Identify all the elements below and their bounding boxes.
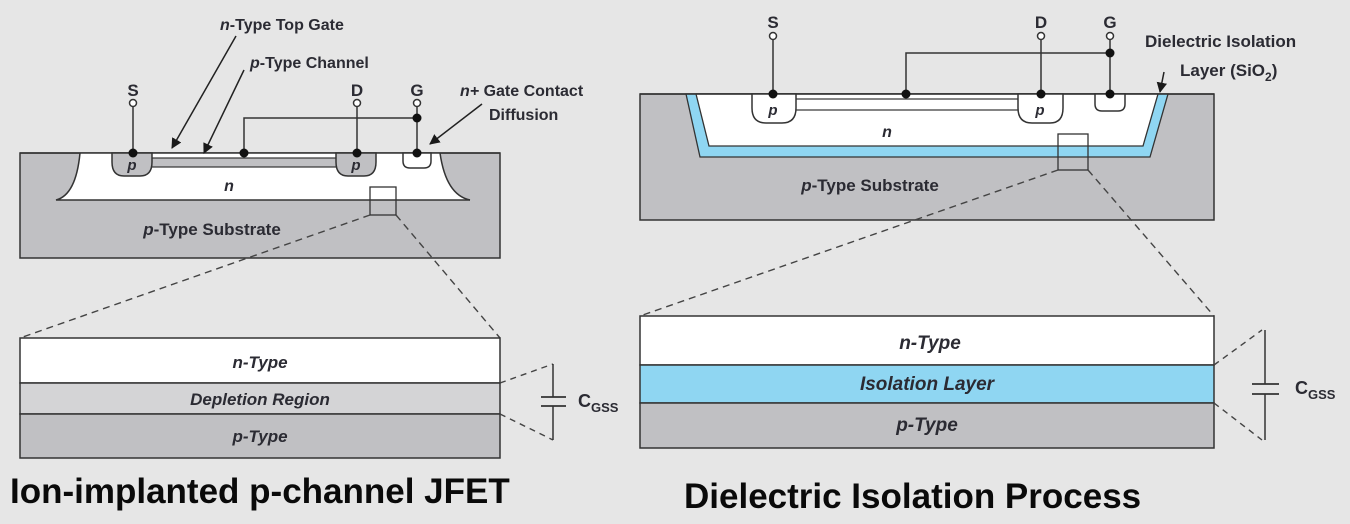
right-layer-n-type	[639, 315, 1215, 366]
left-p-channel	[147, 157, 341, 168]
right-p-channel	[789, 98, 1023, 111]
right-substrate-label: p-Type Substrate	[800, 176, 939, 195]
right-layer-stack: n-Type Isolation Layer p-Type CGSS	[639, 315, 1336, 449]
left-p-source-label: p	[126, 157, 136, 174]
right-p-source-label: p	[767, 102, 777, 119]
left-top-gate-callout: n-Type Top Gate	[220, 17, 344, 34]
right-p-drain-well	[1017, 93, 1064, 124]
left-jfet-cross-section: S D G p p n p-Type Substrate n-Type Top …	[19, 17, 584, 339]
right-gate-terminal	[1105, 31, 1115, 41]
left-layer-stack: n-Type Depletion Region p-Type CGSS	[19, 337, 619, 459]
left-n-plus-gate-diffusion	[402, 152, 432, 169]
right-source-label: S	[767, 13, 778, 32]
right-n-well-label: n	[882, 124, 892, 141]
right-gate-diffusion	[1094, 93, 1126, 112]
left-p-source-well	[111, 152, 153, 177]
left-n-well-label: n	[224, 178, 234, 195]
right-p-source-well	[751, 93, 797, 124]
right-layer-p-label: p-Type	[895, 415, 958, 436]
left-layer-n-type	[19, 337, 501, 384]
left-cgss-label: CGSS	[578, 391, 619, 415]
right-dielectric-cross-section: S D G p p n p-Type Substrate Dielectric …	[639, 13, 1296, 317]
left-gate-contact-callout: n+ Gate Contact	[460, 83, 584, 100]
right-zoom-region-box	[1057, 133, 1089, 171]
left-p-drain-label: p	[350, 157, 360, 174]
left-channel-callout: p-Type Channel	[249, 55, 369, 72]
right-capacitor-symbol	[1252, 330, 1279, 440]
right-drain-terminal	[1036, 31, 1046, 41]
right-p-drain-label: p	[1034, 102, 1044, 119]
left-layer-n-label: n-Type	[232, 353, 287, 372]
right-layer-n-label: n-Type	[899, 333, 961, 354]
left-gate-terminal	[412, 98, 422, 108]
right-layer-isolation	[639, 364, 1215, 404]
right-isolation-callout: Dielectric Isolation	[1145, 32, 1296, 51]
right-layer-isolation-label: Isolation Layer	[860, 374, 996, 395]
right-layer-p-type	[639, 402, 1215, 449]
left-drain-label: D	[351, 81, 363, 100]
left-zoom-region-box	[369, 186, 397, 216]
right-drain-label: D	[1035, 13, 1047, 32]
right-isolation-callout-l2: Layer (SiO2)	[1180, 61, 1277, 84]
right-caption: Dielectric Isolation Process	[684, 477, 1142, 516]
left-layer-depletion-label: Depletion Region	[190, 390, 330, 409]
left-layer-p-type	[19, 413, 501, 459]
left-gate-contact-callout-l2: Diffusion	[489, 107, 558, 124]
right-source-terminal	[768, 31, 778, 41]
left-capacitor-symbol	[541, 364, 566, 440]
left-layer-p-label: p-Type	[231, 427, 287, 446]
left-substrate-label: p-Type Substrate	[142, 220, 281, 239]
right-cgss-label: CGSS	[1295, 378, 1336, 402]
left-drain-terminal	[352, 98, 362, 108]
left-p-drain-well	[335, 152, 377, 177]
left-caption: Ion-implanted p-channel JFET	[10, 472, 510, 511]
left-source-label: S	[127, 81, 138, 100]
left-source-terminal	[128, 98, 138, 108]
left-gate-label: G	[410, 81, 423, 100]
right-gate-label: G	[1103, 13, 1116, 32]
